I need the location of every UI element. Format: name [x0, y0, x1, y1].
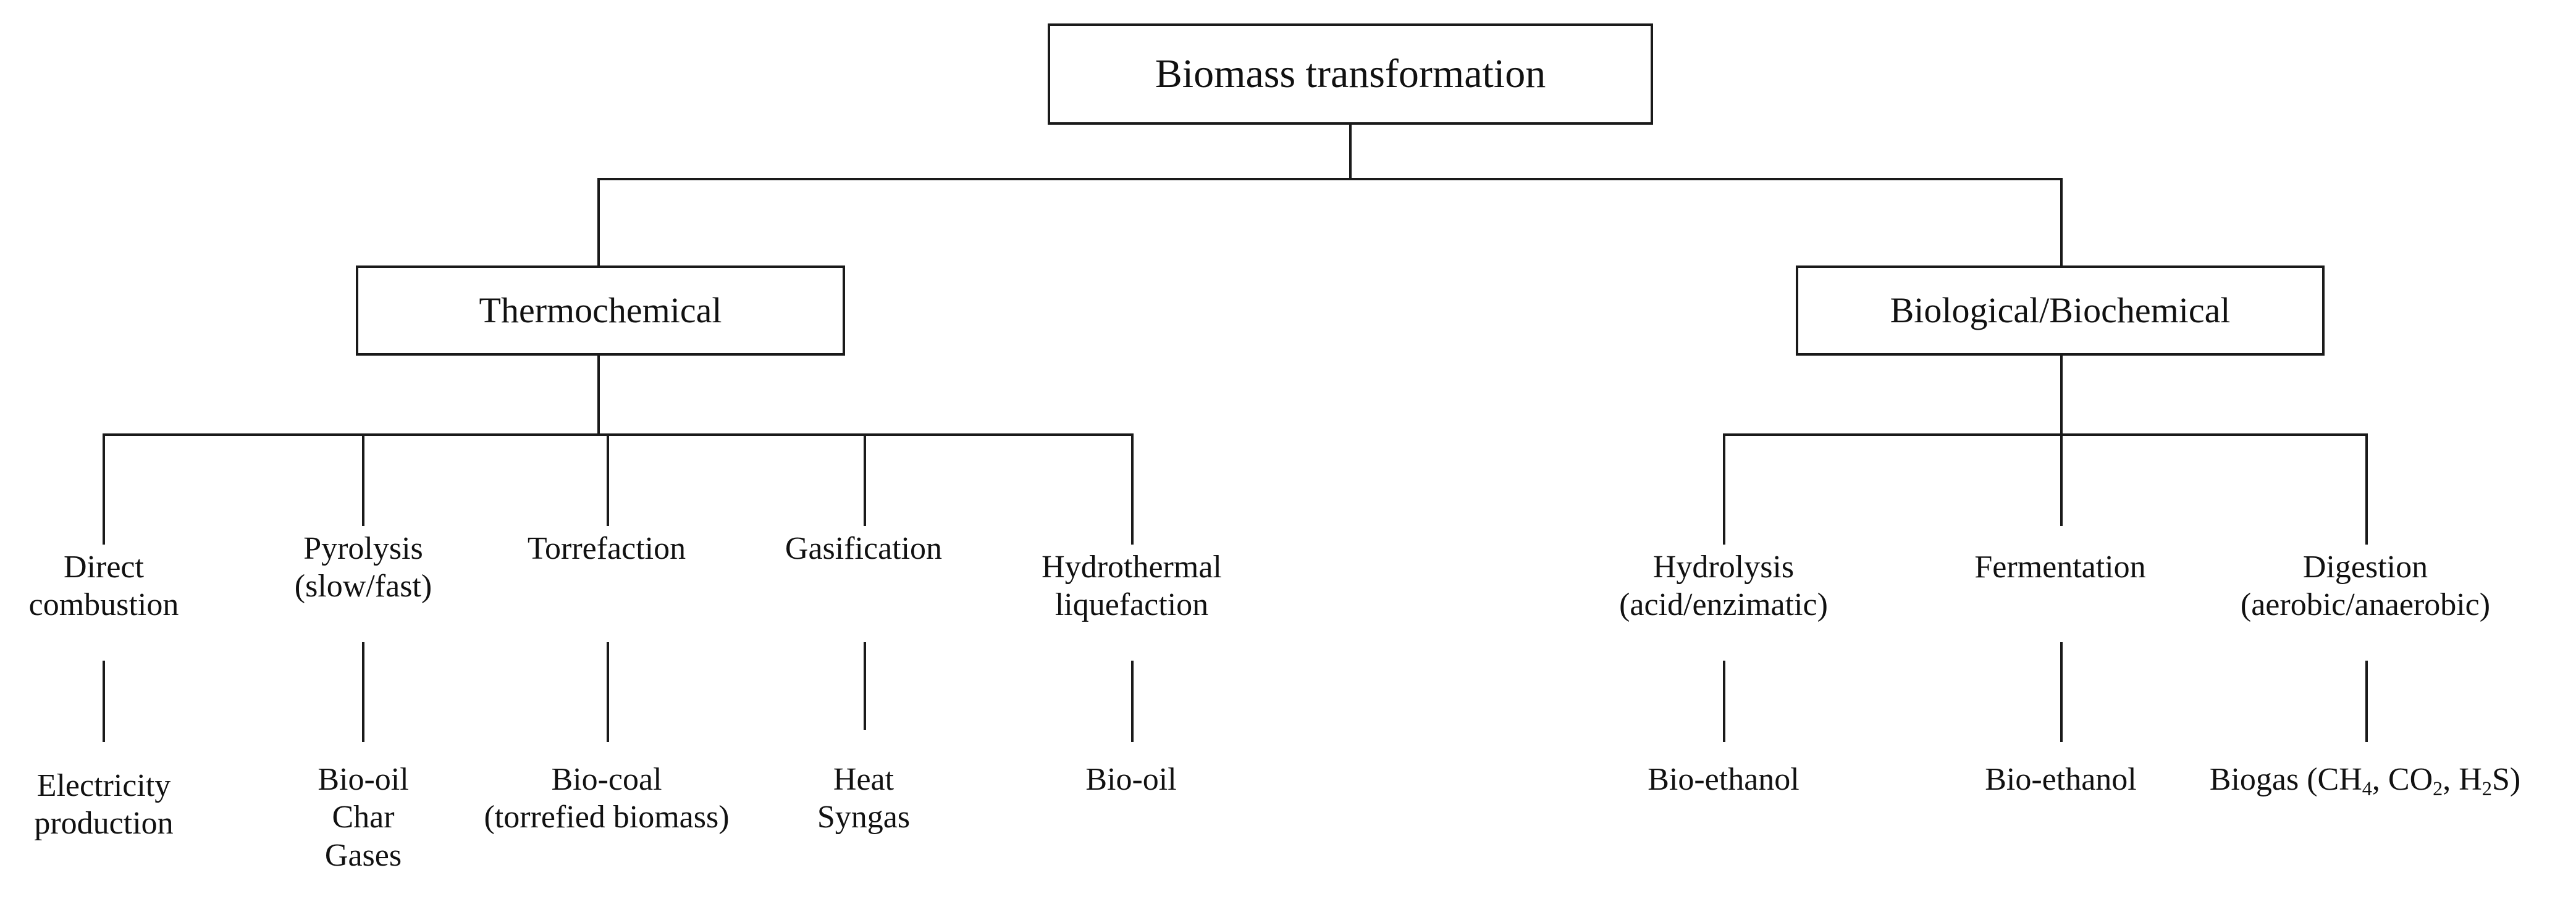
biogas-suffix: S)	[2491, 762, 2521, 797]
biogas-mid-h: , H	[2443, 762, 2482, 797]
product-label-heat-syngas: Heat Syngas	[765, 761, 962, 837]
process-line: Hydrothermal	[1042, 550, 1222, 585]
process-label-hydrothermal-liquefaction: Hydrothermal liquefaction	[1001, 548, 1263, 624]
product-line: Bio-ethanol	[1985, 762, 2137, 797]
process-line: Gasification	[785, 531, 943, 566]
edge-biological-drop-1	[1723, 433, 1725, 545]
process-line: (acid/enzimatic)	[1619, 587, 1828, 623]
process-line: liquefaction	[1054, 587, 1209, 623]
process-label-direct-combustion: Direct combustion	[0, 548, 208, 624]
process-label-gasification: Gasification	[752, 530, 975, 567]
product-line: Bio-oil	[1085, 762, 1177, 797]
product-label-bio-ethanol-fermentation: Bio-ethanol	[1949, 761, 2173, 798]
product-label-electricity-production: Electricity production	[0, 767, 208, 843]
edge-product-drop-hydrothermal	[1131, 661, 1134, 742]
edge-biological-bar	[1723, 433, 2367, 436]
product-line: Electricity	[36, 768, 171, 803]
product-line: (torrefied biomass)	[484, 800, 730, 835]
edge-thermochemical-drop-2	[362, 433, 364, 526]
edge-thermochemical-bar	[103, 433, 1134, 436]
edge-product-drop-digestion	[2365, 661, 2368, 742]
node-label-biological-biochemical: Biological/Biochemical	[1890, 290, 2231, 331]
node-biological-biochemical: Biological/Biochemical	[1796, 265, 2325, 356]
edge-thermochemical-drop-5	[1131, 433, 1134, 545]
product-line: Syngas	[817, 800, 911, 835]
process-label-digestion: Digestion (aerobic/anaerobic)	[2195, 548, 2536, 624]
process-line: Direct	[64, 550, 144, 585]
product-line: production	[34, 806, 174, 842]
edge-biological-drop-2	[2060, 433, 2063, 526]
process-line: Fermentation	[1974, 550, 2146, 585]
product-label-bio-ethanol-hydrolysis: Bio-ethanol	[1612, 761, 1835, 798]
process-label-pyrolysis: Pyrolysis (slow/fast)	[259, 530, 467, 606]
product-line: Char	[332, 800, 395, 835]
process-line: Digestion	[2302, 550, 2428, 585]
edge-thermochemical-drop-1	[103, 433, 105, 545]
process-line: (aerobic/anaerobic)	[2240, 587, 2491, 623]
biogas-formula: Biogas (CH4, CO2, H2S)	[2154, 761, 2576, 800]
edge-to-thermochemical	[597, 178, 600, 267]
biogas-sub-co2: 2	[2433, 777, 2443, 800]
product-label-biogas: Biogas (CH4, CO2, H2S)	[2154, 761, 2576, 800]
process-line: Torrefaction	[527, 531, 686, 566]
product-label-bio-coal: Bio-coal (torrefied biomass)	[458, 761, 755, 837]
product-line: Gases	[324, 837, 402, 873]
edge-thermochemical-stem	[597, 356, 600, 435]
edge-biological-drop-3	[2365, 433, 2368, 545]
node-biomass-transformation: Biomass transformation	[1048, 23, 1653, 125]
edge-product-drop-hydrolysis	[1723, 661, 1725, 742]
product-line: Heat	[833, 762, 894, 797]
edge-biological-stem	[2060, 356, 2063, 435]
process-label-hydrolysis: Hydrolysis (acid/enzimatic)	[1584, 548, 1863, 624]
edge-to-biological	[2060, 178, 2063, 267]
product-label-pyrolysis-products: Bio-oil Char Gases	[259, 761, 467, 874]
edge-product-drop-pyrolysis	[362, 642, 364, 742]
biogas-sub-h2s: 2	[2481, 777, 2492, 800]
node-label-root: Biomass transformation	[1155, 51, 1546, 96]
edge-thermochemical-drop-3	[607, 433, 609, 526]
edge-product-drop-direct-combustion	[103, 661, 105, 742]
biogas-mid-co: , CO	[2372, 762, 2433, 797]
process-line: combustion	[28, 587, 179, 623]
biogas-sub-ch4: 4	[2362, 777, 2372, 800]
edge-root-stem	[1349, 123, 1352, 180]
node-label-thermochemical: Thermochemical	[479, 290, 722, 331]
product-line: Bio-ethanol	[1648, 762, 1799, 797]
process-line: Hydrolysis	[1652, 550, 1795, 585]
process-line: (slow/fast)	[294, 569, 432, 604]
node-thermochemical: Thermochemical	[356, 265, 845, 356]
biogas-prefix: Biogas (CH	[2209, 762, 2362, 797]
process-label-torrefaction: Torrefaction	[490, 530, 723, 567]
edge-product-drop-fermentation	[2060, 642, 2063, 742]
edge-thermochemical-drop-4	[864, 433, 866, 526]
product-line: Bio-coal	[551, 762, 662, 797]
product-label-bio-oil-htl: Bio-oil	[1032, 761, 1230, 798]
product-line: Bio-oil	[318, 762, 409, 797]
process-line: Pyrolysis	[303, 531, 423, 566]
process-label-fermentation: Fermentation	[1933, 548, 2187, 586]
edge-product-drop-gasification	[864, 642, 866, 730]
edge-level1-bar	[597, 178, 2063, 180]
edge-product-drop-torrefaction	[607, 642, 609, 742]
